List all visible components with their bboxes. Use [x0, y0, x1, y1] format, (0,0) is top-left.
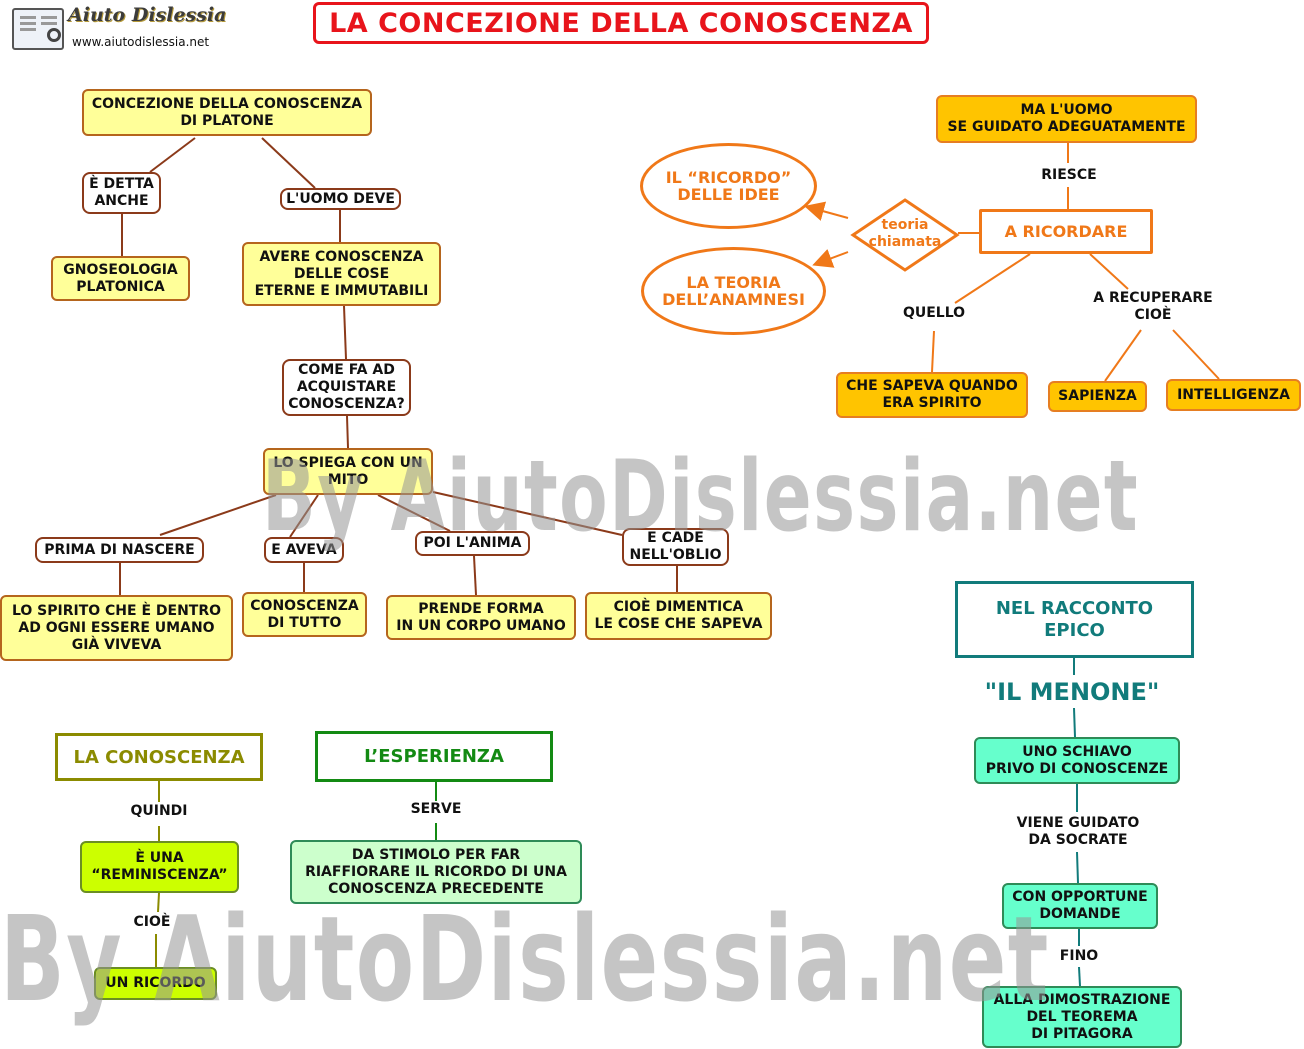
guidato-label: VIENE GUIDATO DA SOCRATE — [1004, 815, 1152, 849]
cade-oblio-node: E CADE NELL'OBLIO — [622, 528, 729, 566]
serve-label: SERVE — [402, 801, 470, 818]
ricordo-idee-node: IL “RICORDO” DELLE IDEE — [640, 143, 817, 229]
spirito-node: LO SPIRITO CHE È DENTRO AD OGNI ESSERE U… — [0, 595, 233, 661]
prende-forma-node: PRENDE FORMA IN UN CORPO UMANO — [386, 595, 576, 640]
e-detta-anche-node: È DETTA ANCHE — [82, 172, 161, 214]
cioe-label: CIOÈ — [124, 914, 180, 931]
intelligenza-node: INTELLIGENZA — [1166, 379, 1301, 411]
dimentica-node: CIOÈ DIMENTICA LE COSE CHE SAPEVA — [585, 592, 772, 640]
page-title: LA CONCEZIONE DELLA CONOSCENZA — [313, 2, 929, 44]
logo[interactable]: Aiuto Dislessia www.aiutodislessia.net — [10, 4, 226, 52]
reminiscenza-node: È UNA “REMINISCENZA” — [80, 841, 239, 893]
watermark-bottom: By AiutoDislessia.net — [0, 890, 1050, 1028]
uomo-deve-node: L'UOMO DEVE — [280, 188, 401, 210]
spiega-mito-node: LO SPIEGA CON UN MITO — [263, 448, 433, 495]
dimostrazione-node: ALLA DIMOSTRAZIONE DEL TEOREMA DI PITAGO… — [982, 986, 1182, 1048]
quindi-label: QUINDI — [120, 803, 198, 820]
sapienza-node: SAPIENZA — [1048, 381, 1147, 412]
avere-conoscenza-node: AVERE CONOSCENZA DELLE COSE ETERNE E IMM… — [242, 242, 441, 306]
fino-label: FINO — [1052, 948, 1106, 965]
e-aveva-node: E AVEVA — [264, 537, 344, 563]
teoria-diamond — [850, 198, 960, 272]
schiavo-node: UNO SCHIAVO PRIVO DI CONOSCENZE — [974, 737, 1180, 784]
recuperare-label: A RECUPERARE CIOÈ — [1086, 290, 1220, 324]
book-icon — [12, 8, 64, 50]
la-conoscenza-box: LA CONOSCENZA — [55, 733, 263, 781]
ma-uomo-node: MA L'UOMO SE GUIDATO ADEGUATAMENTE — [936, 95, 1197, 143]
a-ricordare-node: A RICORDARE — [979, 209, 1153, 254]
menone-title: "IL MENONE" — [966, 676, 1178, 708]
prima-di-nascere-node: PRIMA DI NASCERE — [35, 537, 204, 563]
logo-name: Aiuto Dislessia — [68, 4, 227, 26]
quello-label: QUELLO — [897, 305, 971, 322]
logo-url: www.aiutodislessia.net — [72, 35, 210, 49]
platone-root-node: CONCEZIONE DELLA CONOSCENZA DI PLATONE — [82, 89, 372, 136]
watermark-center: By AiutoDislessia.net — [262, 440, 1140, 554]
poi-anima-node: POI L'ANIMA — [415, 531, 530, 556]
gnoseologia-node: GNOSEOLOGIA PLATONICA — [51, 256, 190, 301]
esperienza-box: L’ESPERIENZA — [315, 731, 553, 782]
racconto-epico-box: NEL RACCONTO EPICO — [955, 581, 1194, 658]
sapeva-spirito-node: CHE SAPEVA QUANDO ERA SPIRITO — [836, 372, 1028, 418]
riesce-label: RIESCE — [1033, 167, 1105, 184]
conoscenza-tutto-node: CONOSCENZA DI TUTTO — [242, 592, 367, 637]
stimolo-node: DA STIMOLO PER FAR RIAFFIORARE IL RICORD… — [290, 840, 582, 904]
teoria-chiamata-label: teoria chiamata — [868, 217, 942, 250]
un-ricordo-node: UN RICORDO — [94, 967, 217, 1000]
anamnesi-node: LA TEORIA DELL’ANAMNESI — [641, 247, 826, 335]
domande-node: CON OPPORTUNE DOMANDE — [1002, 883, 1158, 929]
come-fa-node: COME FA AD ACQUISTARE CONOSCENZA? — [282, 359, 411, 416]
